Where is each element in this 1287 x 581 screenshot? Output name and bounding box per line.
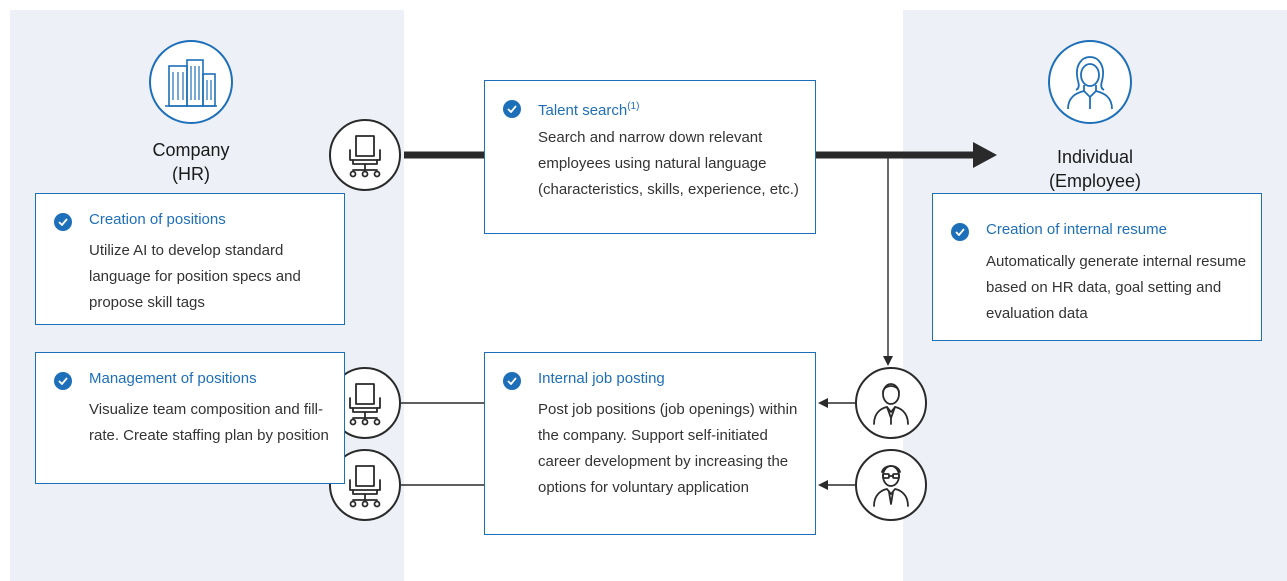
check-icon [951, 223, 969, 241]
arrowhead-down [883, 356, 893, 366]
management-positions-body: Visualize team composition and fill-rate… [89, 401, 329, 444]
internal-resume-body: Automatically generate internal resume b… [986, 253, 1247, 322]
check-icon [503, 372, 521, 390]
check-icon [54, 213, 72, 231]
internal-job-posting-card: Internal job posting Post job positions … [484, 352, 816, 535]
company-label-line1: Company [152, 140, 230, 160]
internal-resume-card: Creation of internal resume Automaticall… [932, 193, 1262, 341]
management-positions-title: Management of positions [89, 370, 257, 387]
arrowhead-employee-1 [818, 398, 828, 408]
check-icon [54, 372, 72, 390]
individual-label-line1: Individual [1056, 147, 1134, 167]
company-label: Company (HR) [131, 138, 251, 186]
arrowhead-to-individual [973, 142, 997, 168]
individual-label-line2: (Employee) [1048, 171, 1142, 191]
internal-job-posting-title: Internal job posting [538, 370, 665, 387]
management-positions-card: Management of positions Visualize team c… [35, 352, 345, 484]
man-icon [855, 367, 927, 439]
individual-label: Individual (Employee) [1040, 145, 1150, 193]
creation-positions-title: Creation of positions [89, 211, 226, 228]
check-icon [503, 100, 521, 118]
internal-resume-title: Creation of internal resume [986, 221, 1167, 238]
building-icon [149, 40, 233, 124]
creation-positions-body: Utilize AI to develop standard language … [89, 242, 301, 311]
talent-search-card: Talent search(1) Search and narrow down … [484, 80, 816, 234]
company-label-line2: (HR) [172, 164, 210, 184]
woman-icon [1048, 40, 1132, 124]
internal-job-posting-body: Post job positions (job openings) within… [538, 401, 798, 496]
creation-positions-card: Creation of positions Utilize AI to deve… [35, 193, 345, 325]
talent-search-title: Talent search(1) [538, 101, 640, 119]
man-glasses-icon [855, 449, 927, 521]
talent-search-body: Search and narrow down relevant employee… [538, 129, 799, 198]
arrowhead-employee-2 [818, 480, 828, 490]
office-chair-icon [329, 119, 401, 191]
